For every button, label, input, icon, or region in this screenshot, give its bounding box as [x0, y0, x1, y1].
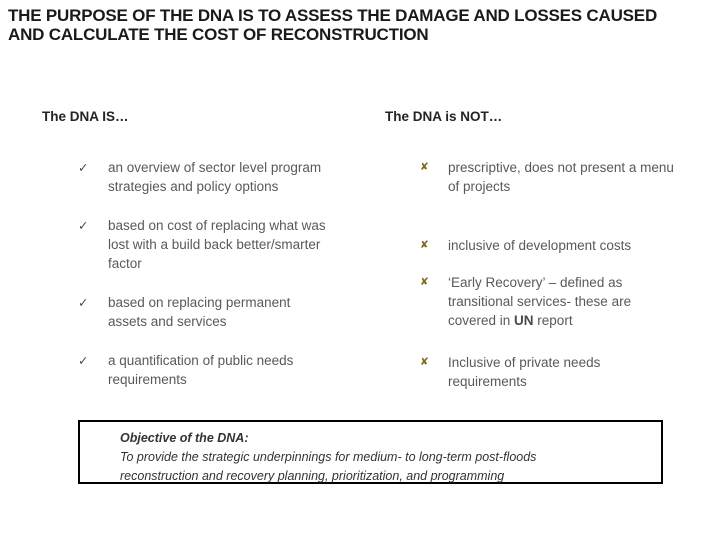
list-item: ✘ inclusive of development costs: [385, 236, 677, 255]
list-item-text: based on replacing permanent assets and …: [108, 295, 291, 329]
check-icon: ✓: [78, 160, 89, 175]
list-item-text: based on cost of replacing what was lost…: [108, 218, 326, 271]
list-item-text-pre: ‘Early Recovery’ – defined as transition…: [448, 275, 632, 328]
objective-body-line-2: reconstruction and recovery planning, pr…: [120, 469, 505, 483]
slide-title: THE PURPOSE OF THE DNA IS TO ASSESS THE …: [8, 6, 712, 44]
x-icon: ✘: [420, 276, 429, 288]
check-icon: ✓: [78, 295, 89, 310]
objective-body-line-1: To provide the strategic underpinnings f…: [120, 450, 537, 464]
objective-box: Objective of the DNA: To provide the str…: [78, 420, 663, 484]
list-item-text: prescriptive, does not present a menu of…: [448, 160, 674, 194]
list-item-text-post: report: [533, 313, 573, 328]
list-item-text: inclusive of development costs: [448, 238, 632, 253]
list-item: ✓ a quantification of public needs requir…: [42, 351, 332, 389]
list-item: ✓ an overview of sector level program str…: [42, 158, 332, 196]
objective-heading: Objective of the DNA:: [120, 431, 249, 445]
column-dna-is-not-header: The DNA is NOT…: [385, 109, 503, 124]
list-item-text: an overview of sector level program stra…: [108, 160, 322, 194]
list-item-text: a quantification of public needs require…: [108, 353, 294, 387]
column-dna-is-not: The DNA is NOT… ✘ prescriptive, does not …: [385, 109, 677, 391]
list-item: ✘ Inclusive of private needs requirements: [385, 353, 677, 391]
column-dna-is: The DNA IS… ✓ an overview of sector level…: [42, 109, 332, 409]
dna-is-not-list: ✘ prescriptive, does not present a menu o…: [385, 158, 677, 391]
list-item: ✘ prescriptive, does not present a menu o…: [385, 158, 677, 196]
check-icon: ✓: [78, 353, 89, 368]
dna-is-list: ✓ an overview of sector level program str…: [42, 158, 332, 389]
slide-title-line-2: AND CALCULATE THE COST OF RECONSTRUCTION: [8, 24, 429, 44]
column-dna-is-header: The DNA IS…: [42, 109, 129, 124]
list-item: ✓ based on cost of replacing what was los…: [42, 216, 332, 273]
x-icon: ✘: [420, 161, 429, 173]
x-icon: ✘: [420, 239, 429, 251]
list-item: ✘ ‘Early Recovery’ – defined as transitio…: [385, 273, 677, 330]
check-icon: ✓: [78, 218, 89, 233]
list-item-text-emphasis: UN: [514, 313, 534, 328]
list-item-text: ‘Early Recovery’ – defined as transition…: [448, 273, 677, 330]
list-item-text: Inclusive of private needs requirements: [448, 355, 601, 389]
list-item: ✓ based on replacing permanent assets and…: [42, 293, 332, 331]
slide-title-line-1: THE PURPOSE OF THE DNA IS TO ASSESS THE …: [8, 6, 658, 25]
x-icon: ✘: [420, 356, 429, 368]
